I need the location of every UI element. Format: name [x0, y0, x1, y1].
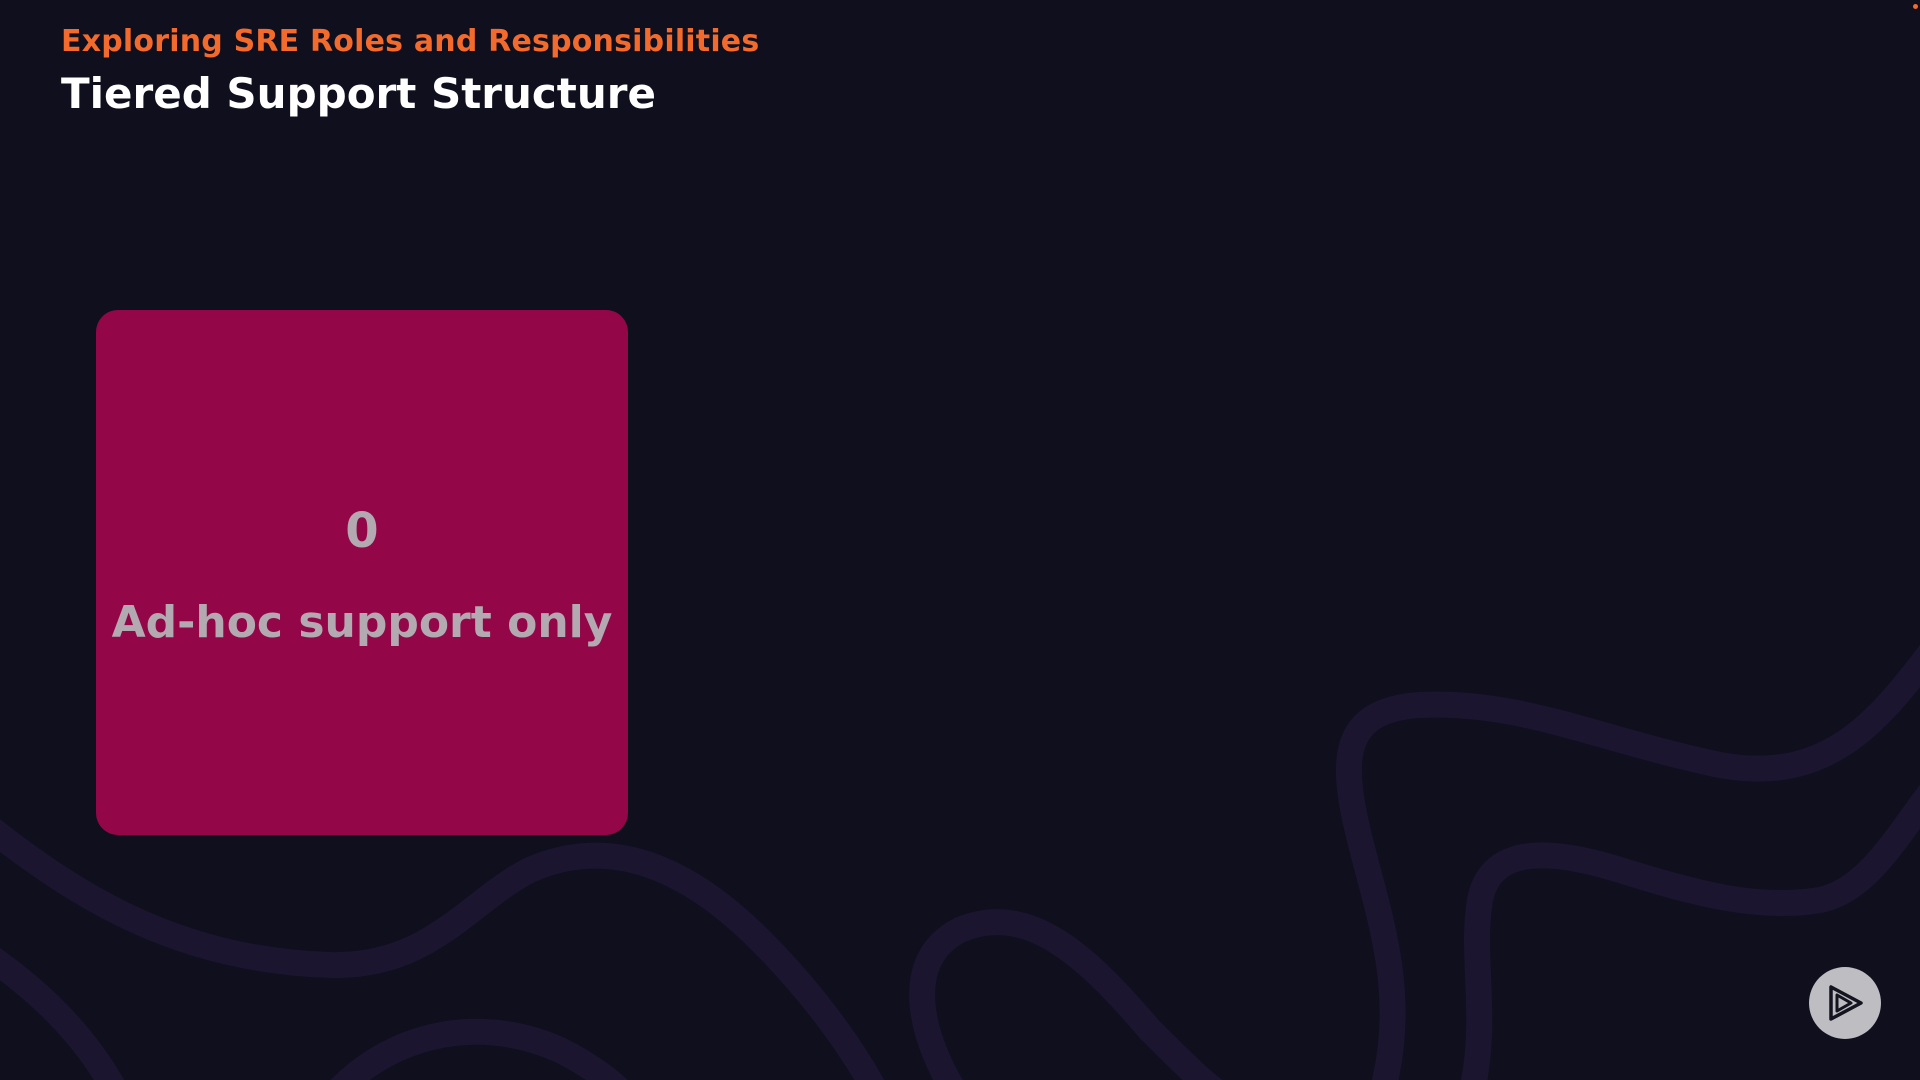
- play-logo-icon: [1829, 985, 1863, 1021]
- slide-header: Exploring SRE Roles and Responsibilities…: [61, 22, 759, 120]
- corner-indicator-dot: [1913, 4, 1918, 9]
- tier-label: Ad-hoc support only: [111, 596, 613, 648]
- tier-0-card: 0 Ad-hoc support only: [96, 310, 628, 835]
- play-logo-button[interactable]: [1809, 967, 1881, 1039]
- slide-title: Tiered Support Structure: [61, 69, 656, 118]
- course-title: Exploring SRE Roles and Responsibilities: [61, 24, 760, 59]
- tier-number: 0: [345, 502, 379, 559]
